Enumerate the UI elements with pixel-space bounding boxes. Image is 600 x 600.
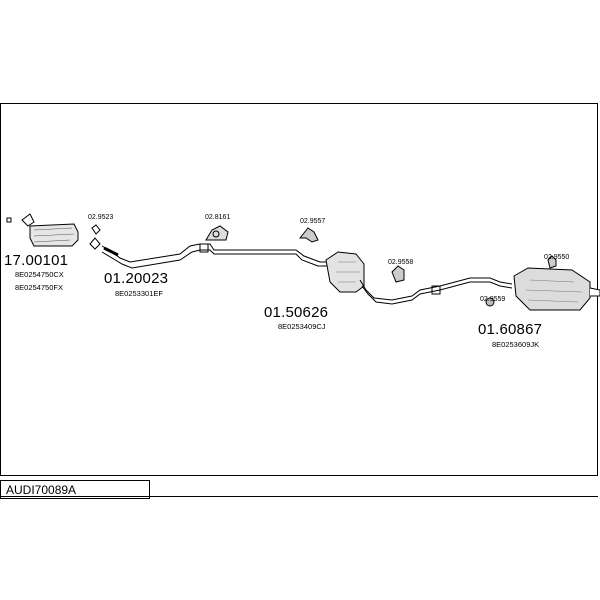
oem-number: 8E0253301EF	[115, 289, 163, 298]
front-pipe	[89, 224, 201, 269]
part-number: 17.00101	[4, 252, 69, 269]
oem-number: 8E0254750FX	[15, 283, 63, 292]
oem-number: 8E0254750CX	[15, 270, 64, 279]
part-number: 01.20023	[104, 270, 169, 287]
mount-ref: 02.9559	[480, 296, 506, 303]
part-number: 01.60867	[478, 321, 543, 338]
hanger-icon	[391, 265, 405, 283]
middle-pipe	[199, 243, 330, 267]
mount-ref: 02.9557	[300, 218, 326, 225]
rear-pipe	[359, 277, 513, 305]
rear-silencer	[513, 267, 600, 311]
hanger-icon	[205, 225, 229, 241]
model-code: AUDI70089A	[6, 483, 77, 497]
mount-ref: 02.8161	[205, 214, 231, 221]
middle-silencer	[325, 251, 365, 293]
model-label-box: AUDI70089A	[0, 480, 150, 499]
mount-ref: 02.9550	[544, 254, 570, 261]
clamp-icon	[6, 217, 12, 223]
oem-number: 8E0253409CJ	[278, 322, 326, 331]
hanger-icon	[298, 227, 319, 243]
mount-ref: 02.9523	[88, 214, 114, 221]
dpf-unit	[21, 213, 79, 247]
mount-ref: 02.9558	[388, 259, 414, 266]
oem-number: 8E0253609JK	[492, 340, 540, 349]
divider	[0, 496, 598, 497]
hanger-icon	[547, 255, 557, 269]
hanger-icon	[485, 297, 495, 307]
part-number: 01.50626	[264, 304, 329, 321]
